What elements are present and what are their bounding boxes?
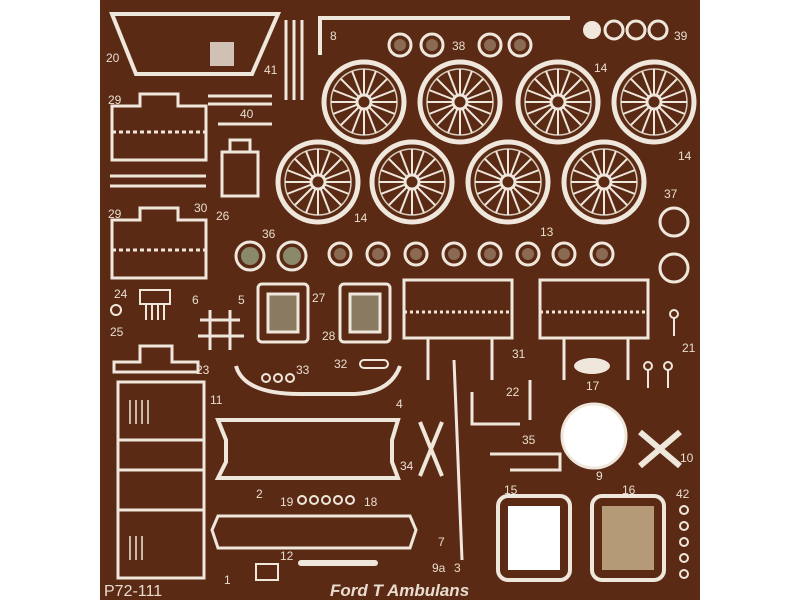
part-29-panel-bottom — [110, 206, 208, 280]
part-39-rings — [583, 19, 669, 41]
label-25: 25 — [110, 325, 124, 339]
part-7-chassis — [210, 514, 418, 550]
label-20: 20 — [106, 51, 120, 65]
part-10-cross — [638, 429, 682, 469]
part-21-pins — [643, 309, 679, 388]
part-12-bar — [298, 560, 378, 566]
label-5: 5 — [238, 293, 245, 307]
part-40-bars — [110, 94, 272, 188]
label-30: 30 — [194, 201, 208, 215]
label-36: 36 — [262, 227, 276, 241]
part-31-seat — [402, 278, 514, 380]
part-17-plate — [574, 358, 610, 374]
label-29a: 29 — [108, 93, 122, 107]
part-41-bars — [284, 20, 304, 100]
label-14a: 14 — [594, 61, 608, 75]
label-12: 12 — [280, 549, 294, 563]
part-32-bar — [359, 359, 389, 369]
label-31: 31 — [512, 347, 526, 361]
label-11: 11 — [210, 393, 223, 407]
label-10: 10 — [680, 451, 694, 465]
label-35: 35 — [522, 433, 536, 447]
label-9a: 9a — [432, 561, 446, 575]
part-11-slats — [129, 400, 149, 560]
label-6: 6 — [192, 293, 199, 307]
label-4: 4 — [396, 397, 403, 411]
label-2: 2 — [256, 487, 263, 501]
part-11-panel — [116, 380, 206, 580]
fret-title: Ford T Ambulans — [330, 581, 469, 600]
product-code: P72-111 — [104, 583, 162, 600]
label-24: 24 — [114, 287, 128, 301]
label-9: 9 — [596, 469, 603, 483]
label-34: 34 — [400, 459, 414, 473]
label-38: 38 — [452, 39, 466, 53]
part-27-grille — [256, 282, 310, 344]
label-27: 27 — [312, 291, 326, 305]
label-42: 42 — [676, 487, 690, 501]
label-23: 23 — [196, 363, 210, 377]
label-8: 8 — [330, 29, 337, 43]
label-19: 19 — [280, 495, 294, 509]
label-1: 1 — [224, 573, 231, 587]
part-rods — [452, 359, 562, 561]
part-9-disc — [560, 402, 628, 470]
part-23-plate — [112, 344, 200, 374]
part-20-detail — [210, 42, 234, 66]
label-21: 21 — [682, 341, 696, 355]
part-34-cross — [418, 421, 444, 477]
label-26: 26 — [216, 209, 230, 223]
label-7: 7 — [438, 535, 445, 549]
label-3: 3 — [454, 561, 461, 575]
part-8-bracket — [318, 16, 570, 55]
part-37-rings — [658, 206, 690, 284]
label-33: 33 — [296, 363, 310, 377]
part-26-frame — [220, 138, 260, 198]
label-14b: 14 — [678, 149, 692, 163]
part-4-chassis — [234, 365, 402, 396]
label-18: 18 — [364, 495, 378, 509]
part-15-radiator — [496, 494, 572, 582]
part-33-rings — [261, 373, 295, 383]
part-42-rings — [679, 505, 689, 579]
label-15: 15 — [504, 483, 518, 497]
label-17: 17 — [586, 379, 600, 393]
part-21-seat — [538, 278, 650, 380]
part-1-mark — [255, 563, 279, 581]
part-19-18-rings — [297, 495, 355, 505]
label-41: 41 — [264, 63, 278, 77]
part-36-hubs — [234, 240, 308, 272]
label-40: 40 — [240, 107, 254, 121]
part-16-radiator — [590, 494, 666, 582]
label-39: 39 — [674, 29, 688, 43]
label-29b: 29 — [108, 207, 122, 221]
label-16: 16 — [622, 483, 636, 497]
part-29-panel-top — [110, 92, 208, 162]
label-28: 28 — [322, 329, 336, 343]
part-2-frame — [214, 418, 401, 480]
label-32: 32 — [334, 357, 348, 371]
label-13: 13 — [540, 225, 554, 239]
label-14c: 14 — [354, 211, 368, 225]
part-20-tray — [109, 12, 282, 76]
part-25-dot — [110, 304, 122, 316]
part-28-grille — [338, 282, 392, 344]
part-24-comb — [139, 289, 171, 320]
part-6-5-brackets — [198, 310, 244, 350]
label-22: 22 — [506, 385, 520, 399]
label-37: 37 — [664, 187, 678, 201]
